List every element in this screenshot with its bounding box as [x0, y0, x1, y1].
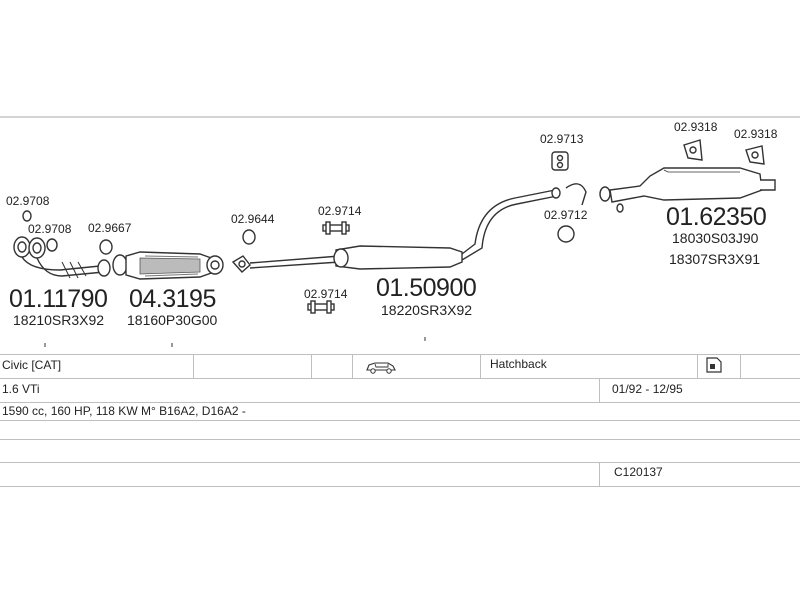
body-type: Hatchback: [490, 357, 547, 371]
middle-silencer-part: [231, 187, 561, 273]
engine-variant: 1.6 VTi: [2, 382, 40, 396]
part-number-label: 02.9714: [304, 287, 348, 301]
oem-number-label: 18220SR3X92: [381, 302, 473, 318]
rear-silencer-part: [599, 167, 776, 213]
oem-number-label: 18030S03J90: [672, 230, 759, 246]
part-number-label: 02.9318: [734, 127, 778, 141]
engine-specs: 1590 cc, 160 HP, 118 KW M° B16A2, D16A2 …: [2, 404, 246, 418]
oem-number-label: 18160P30G00: [127, 312, 218, 328]
part-number-label: 02.9667: [88, 221, 132, 235]
rubber-hanger-part: [745, 145, 765, 165]
gasket-ring: [22, 210, 32, 222]
clamp-part: [307, 300, 335, 314]
catalytic-converter-part: [112, 251, 224, 280]
main-part-number: 01.50900: [376, 274, 477, 302]
car-icon: [366, 360, 396, 379]
part-number-label: 02.9708: [6, 194, 50, 208]
front-pipe-part: [13, 236, 111, 279]
main-part-number: 01.11790: [9, 285, 108, 313]
clamp-part: [322, 221, 350, 235]
part-number-label: 02.9644: [231, 212, 275, 226]
door-icon: [705, 356, 723, 379]
gasket-ring: [557, 225, 575, 243]
oem-number-label: 18307SR3X91: [669, 251, 761, 267]
gasket-ring: [46, 238, 58, 252]
main-part-number: 01.62350: [666, 203, 767, 231]
part-number-label: 02.9318: [674, 120, 718, 134]
gasket-ring: [99, 239, 113, 255]
part-number-label: 02.9714: [318, 204, 362, 218]
part-number-label: 02.9712: [544, 208, 588, 222]
main-part-number: 04.3195: [129, 285, 216, 313]
part-number-label: 02.9713: [540, 132, 584, 146]
pipe-clamp-part: [565, 183, 587, 206]
gasket-ring: [242, 229, 256, 245]
rubber-hanger-part: [551, 151, 569, 171]
vehicle-model: Civic [CAT]: [2, 358, 62, 372]
rubber-hanger-part: [683, 139, 703, 161]
oem-number-label: 18210SR3X92: [13, 312, 105, 328]
catalog-code: C120137: [614, 465, 663, 479]
production-period: 01/92 - 12/95: [612, 382, 683, 396]
part-number-label: 02.9708: [28, 222, 72, 236]
